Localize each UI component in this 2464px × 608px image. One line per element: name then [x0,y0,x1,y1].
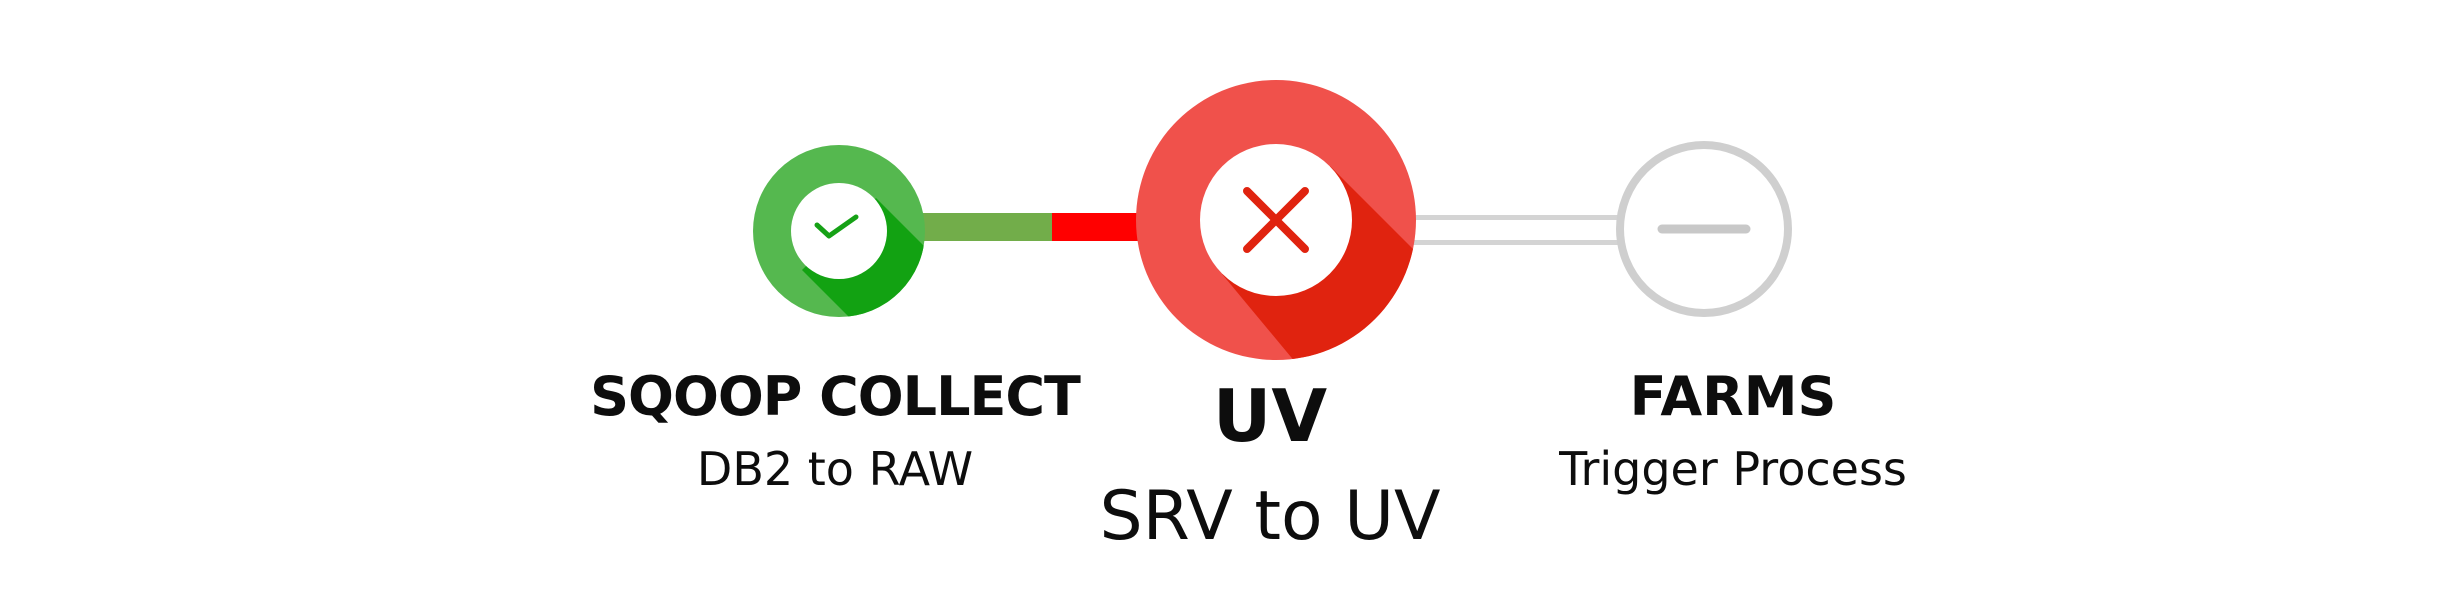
connector-segment-pending-bottom [1410,240,1618,245]
check-icon [814,214,859,239]
connector-segment-failed [1052,213,1142,241]
stage-node-uv[interactable] [1136,80,1460,416]
connector-stage2-to-stage3 [1410,215,1618,245]
connector-segment-done [920,213,1052,241]
stage-title-farms: FARMS [1629,365,1837,428]
stage-subtitle-sqoop-collect: DB2 to RAW [696,442,974,496]
connector-stage1-to-stage2 [920,213,1142,241]
cross-icon [1243,187,1309,253]
connector-segment-pending-top [1410,215,1618,220]
stage-node-sqoop-collect[interactable] [753,145,953,348]
stage-node-farms[interactable] [1616,141,1792,317]
stage-subtitle-uv: SRV to UV [1099,477,1441,556]
stage-subtitle-farms: Trigger Process [1559,442,1907,496]
stage-title-sqoop-collect: SQOOP COLLECT [590,365,1081,428]
stage-title-uv: UV [1212,374,1328,458]
